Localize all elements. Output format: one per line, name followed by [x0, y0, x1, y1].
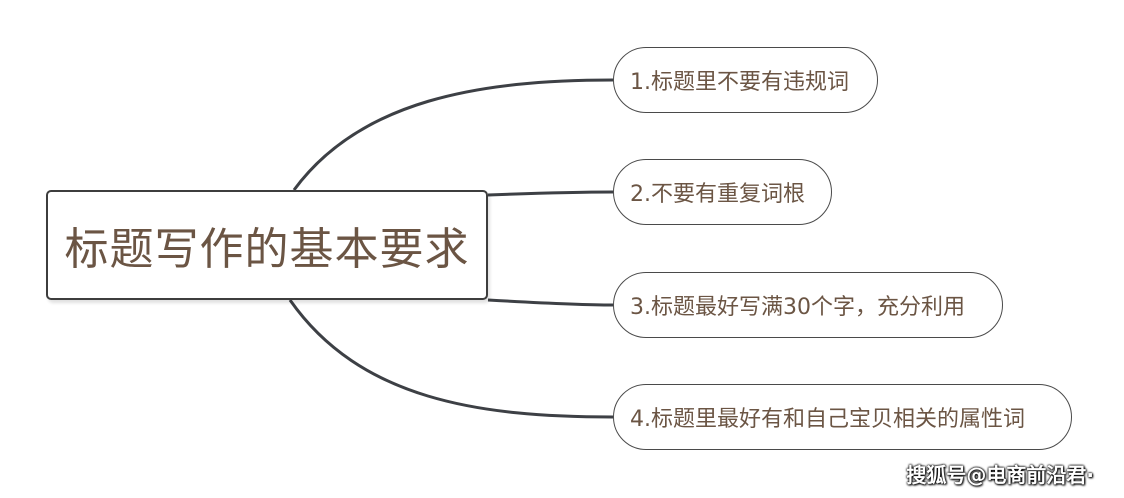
connector-branch-2 — [487, 190, 614, 197]
branch-topic-2[interactable]: 2.不要有重复词根 — [613, 159, 832, 225]
branch-topic-label: 1.标题里不要有违规词 — [630, 70, 849, 95]
connector-branch-3 — [487, 298, 614, 307]
branch-topic-1[interactable]: 1.标题里不要有违规词 — [613, 47, 878, 113]
root-topic-label: 标题写作的基本要求 — [64, 224, 470, 275]
root-topic[interactable]: 标题写作的基本要求 — [46, 190, 488, 300]
branch-topic-4[interactable]: 4.标题里最好有和自己宝贝相关的属性词 — [613, 384, 1072, 450]
branch-topic-3[interactable]: 3.标题最好写满30个字，充分利用 — [613, 272, 1003, 338]
watermark: 搜狐号@电商前沿君· — [906, 463, 1094, 487]
branch-topic-label: 3.标题最好写满30个字，充分利用 — [630, 295, 965, 320]
connector-branch-1 — [292, 78, 614, 191]
branch-topic-label: 2.不要有重复词根 — [630, 182, 805, 207]
branch-topic-label: 4.标题里最好有和自己宝贝相关的属性词 — [630, 407, 1025, 432]
connector-branch-4 — [288, 299, 614, 419]
